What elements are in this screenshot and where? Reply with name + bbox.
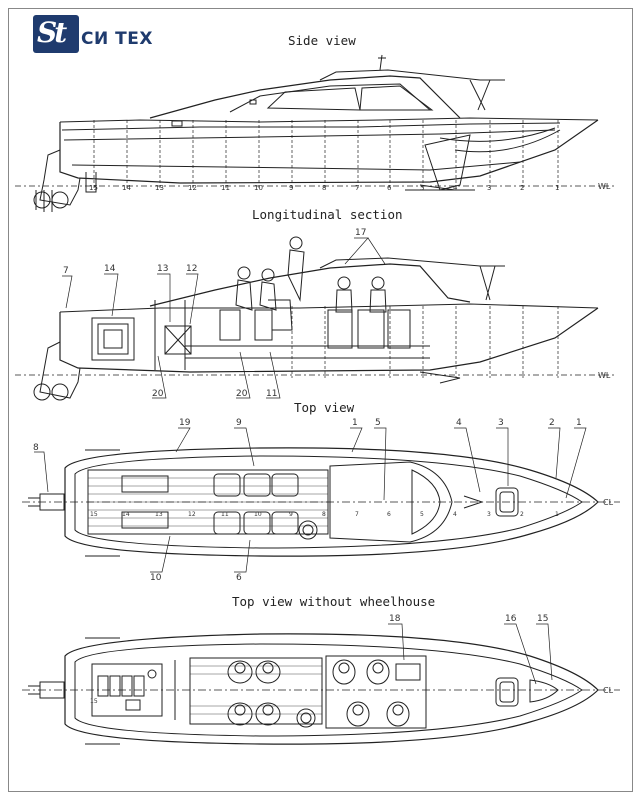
station-label: 9 — [289, 184, 293, 192]
callout-8: 8 — [33, 443, 39, 453]
callout-15: 15 — [537, 614, 548, 624]
top-view-no-wheelhouse-title: Top view without wheelhouse — [232, 594, 436, 609]
longitudinal-section-drawing — [15, 236, 615, 401]
callout-14: 14 — [104, 264, 116, 274]
callout-5: 5 — [375, 418, 381, 428]
station-label: 15 — [89, 184, 98, 192]
side-view-title: Side view — [288, 33, 356, 48]
top-view-callouts: 8 19 9 1 5 4 3 2 1 10 6 CL 15 14 13 12 1… — [33, 418, 614, 583]
station-label: 4 — [453, 184, 458, 192]
callout-16: 16 — [505, 614, 517, 624]
station-label: 1 — [555, 184, 559, 192]
callout-9: 9 — [236, 418, 242, 428]
top-view-no-wheelhouse-callouts: 18 16 15 CL 15 — [90, 614, 614, 705]
station-label: 5 — [420, 184, 424, 192]
company-logo: St СИ ТЕХ — [33, 15, 158, 55]
station-label: 4 — [453, 511, 457, 518]
station-label: 14 — [122, 511, 130, 518]
station-label: 10 — [254, 511, 262, 518]
top-view-title: Top view — [294, 400, 355, 415]
side-station-numbers: 1 2 3 4 5 6 7 8 9 10 11 12 13 14 15 WL — [89, 182, 611, 192]
logo-wordmark: СИ ТЕХ — [81, 29, 153, 49]
station-label: 15 — [90, 511, 98, 518]
longitudinal-callouts: 7 14 13 12 17 20 20 11 WL — [63, 228, 611, 399]
top-view-drawing — [22, 427, 620, 573]
station-label: 14 — [122, 184, 131, 192]
station-label: 12 — [188, 184, 197, 192]
callout-7: 7 — [63, 266, 69, 276]
centerline-label-2: CL — [603, 686, 614, 695]
centerline-label: CL — [603, 498, 614, 507]
station-label: 9 — [289, 511, 293, 518]
station-label: 2 — [520, 184, 524, 192]
callout-2: 2 — [549, 418, 555, 428]
station-label: 15 — [90, 698, 98, 705]
station-label: 2 — [520, 511, 524, 518]
station-label: 1 — [555, 511, 559, 518]
side-view-drawing — [15, 54, 615, 212]
station-label: 8 — [322, 511, 326, 518]
callout-4: 4 — [456, 418, 462, 428]
callout-3: 3 — [498, 418, 504, 428]
station-label: 5 — [420, 511, 424, 518]
callout-20b: 20 — [236, 389, 248, 399]
callout-11: 11 — [266, 389, 277, 399]
logo-mark: St — [33, 15, 79, 53]
callout-1b: 1 — [576, 418, 582, 428]
station-label: 6 — [387, 511, 391, 518]
callout-10: 10 — [150, 573, 162, 583]
station-label: 6 — [387, 184, 392, 192]
callout-20: 20 — [152, 389, 164, 399]
sheet-frame — [8, 8, 633, 792]
top-view-no-wheelhouse-drawing — [22, 623, 620, 745]
callout-19: 19 — [179, 418, 191, 428]
station-label: 13 — [155, 184, 164, 192]
station-label: 7 — [355, 511, 359, 518]
station-label: 10 — [254, 184, 263, 192]
callout-17: 17 — [355, 228, 366, 238]
waterline-label-2: WL — [598, 371, 611, 380]
longitudinal-section-title: Longitudinal section — [252, 207, 403, 222]
callout-1: 1 — [352, 418, 358, 428]
callout-6: 6 — [236, 573, 242, 583]
station-label: 13 — [155, 511, 163, 518]
station-label: 8 — [322, 184, 326, 192]
waterline-label: WL — [598, 182, 611, 191]
station-label: 3 — [487, 184, 491, 192]
station-label: 7 — [355, 184, 359, 192]
station-label: 3 — [487, 511, 491, 518]
callout-18: 18 — [389, 614, 401, 624]
callout-12: 12 — [186, 264, 197, 274]
callout-13: 13 — [157, 264, 168, 274]
station-label: 12 — [188, 511, 196, 518]
station-label: 11 — [221, 184, 230, 192]
station-label: 11 — [221, 511, 229, 518]
